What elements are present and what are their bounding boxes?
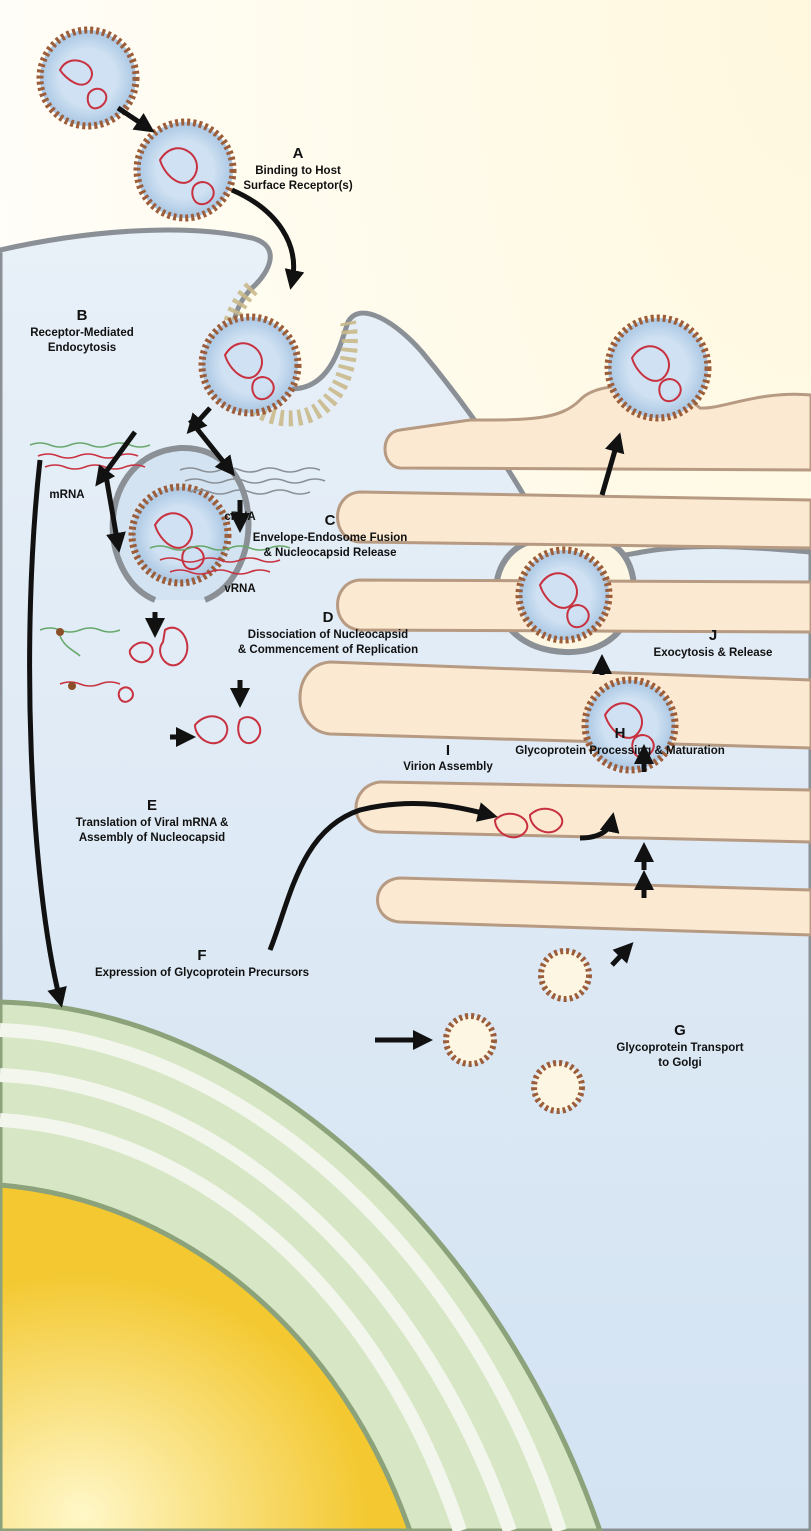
stage-letter: D xyxy=(323,609,334,626)
stage-letter: H xyxy=(615,725,626,742)
stage-caption: & Commencement of Replication xyxy=(238,644,418,656)
virion-released xyxy=(608,318,708,418)
virion-endocytosis xyxy=(202,317,298,413)
stage-caption: Dissociation of Nucleocapsid xyxy=(248,629,408,641)
mrna-label: mRNA xyxy=(49,489,84,501)
golgi-cisterna-5 xyxy=(356,782,811,842)
stage-letter: F xyxy=(197,947,206,964)
stage-letter: A xyxy=(293,145,304,162)
stage-caption: & Nucleocapsid Release xyxy=(264,547,397,559)
stage-caption: Receptor-Mediated xyxy=(30,327,134,339)
virion-endosome xyxy=(132,487,228,583)
virion-budding xyxy=(519,550,609,640)
stage-caption: Virion Assembly xyxy=(403,761,493,773)
vrna-label: vRNA xyxy=(224,583,255,595)
stage-letter: C xyxy=(325,512,336,529)
stage-caption: Expression of Glycoprotein Precursors xyxy=(95,967,309,979)
stage-caption: Translation of Viral mRNA & xyxy=(76,817,229,829)
stage-caption: Binding to Host xyxy=(255,165,341,177)
stage-caption: Endocytosis xyxy=(48,342,116,354)
stage-caption: Assembly of Nucleocapsid xyxy=(79,832,225,844)
stage-letter: E xyxy=(147,797,157,814)
virion-binding xyxy=(137,122,233,218)
stage-caption: Glycoprotein Processing & Maturation xyxy=(515,745,725,757)
stage-caption: Envelope-Endosome Fusion xyxy=(253,532,408,544)
golgi-cisterna-2 xyxy=(338,492,811,548)
stage-caption: to Golgi xyxy=(658,1057,701,1069)
stage-letter: I xyxy=(446,742,450,759)
stage-caption: Exocytosis & Release xyxy=(654,647,773,659)
stage-caption: Glycoprotein Transport xyxy=(616,1042,743,1054)
stage-letter: G xyxy=(674,1022,686,1039)
stage-letter: B xyxy=(77,307,88,324)
stage-letter: J xyxy=(709,627,717,644)
stage-caption: Surface Receptor(s) xyxy=(243,180,352,192)
crna-label: cRNA xyxy=(224,511,255,523)
